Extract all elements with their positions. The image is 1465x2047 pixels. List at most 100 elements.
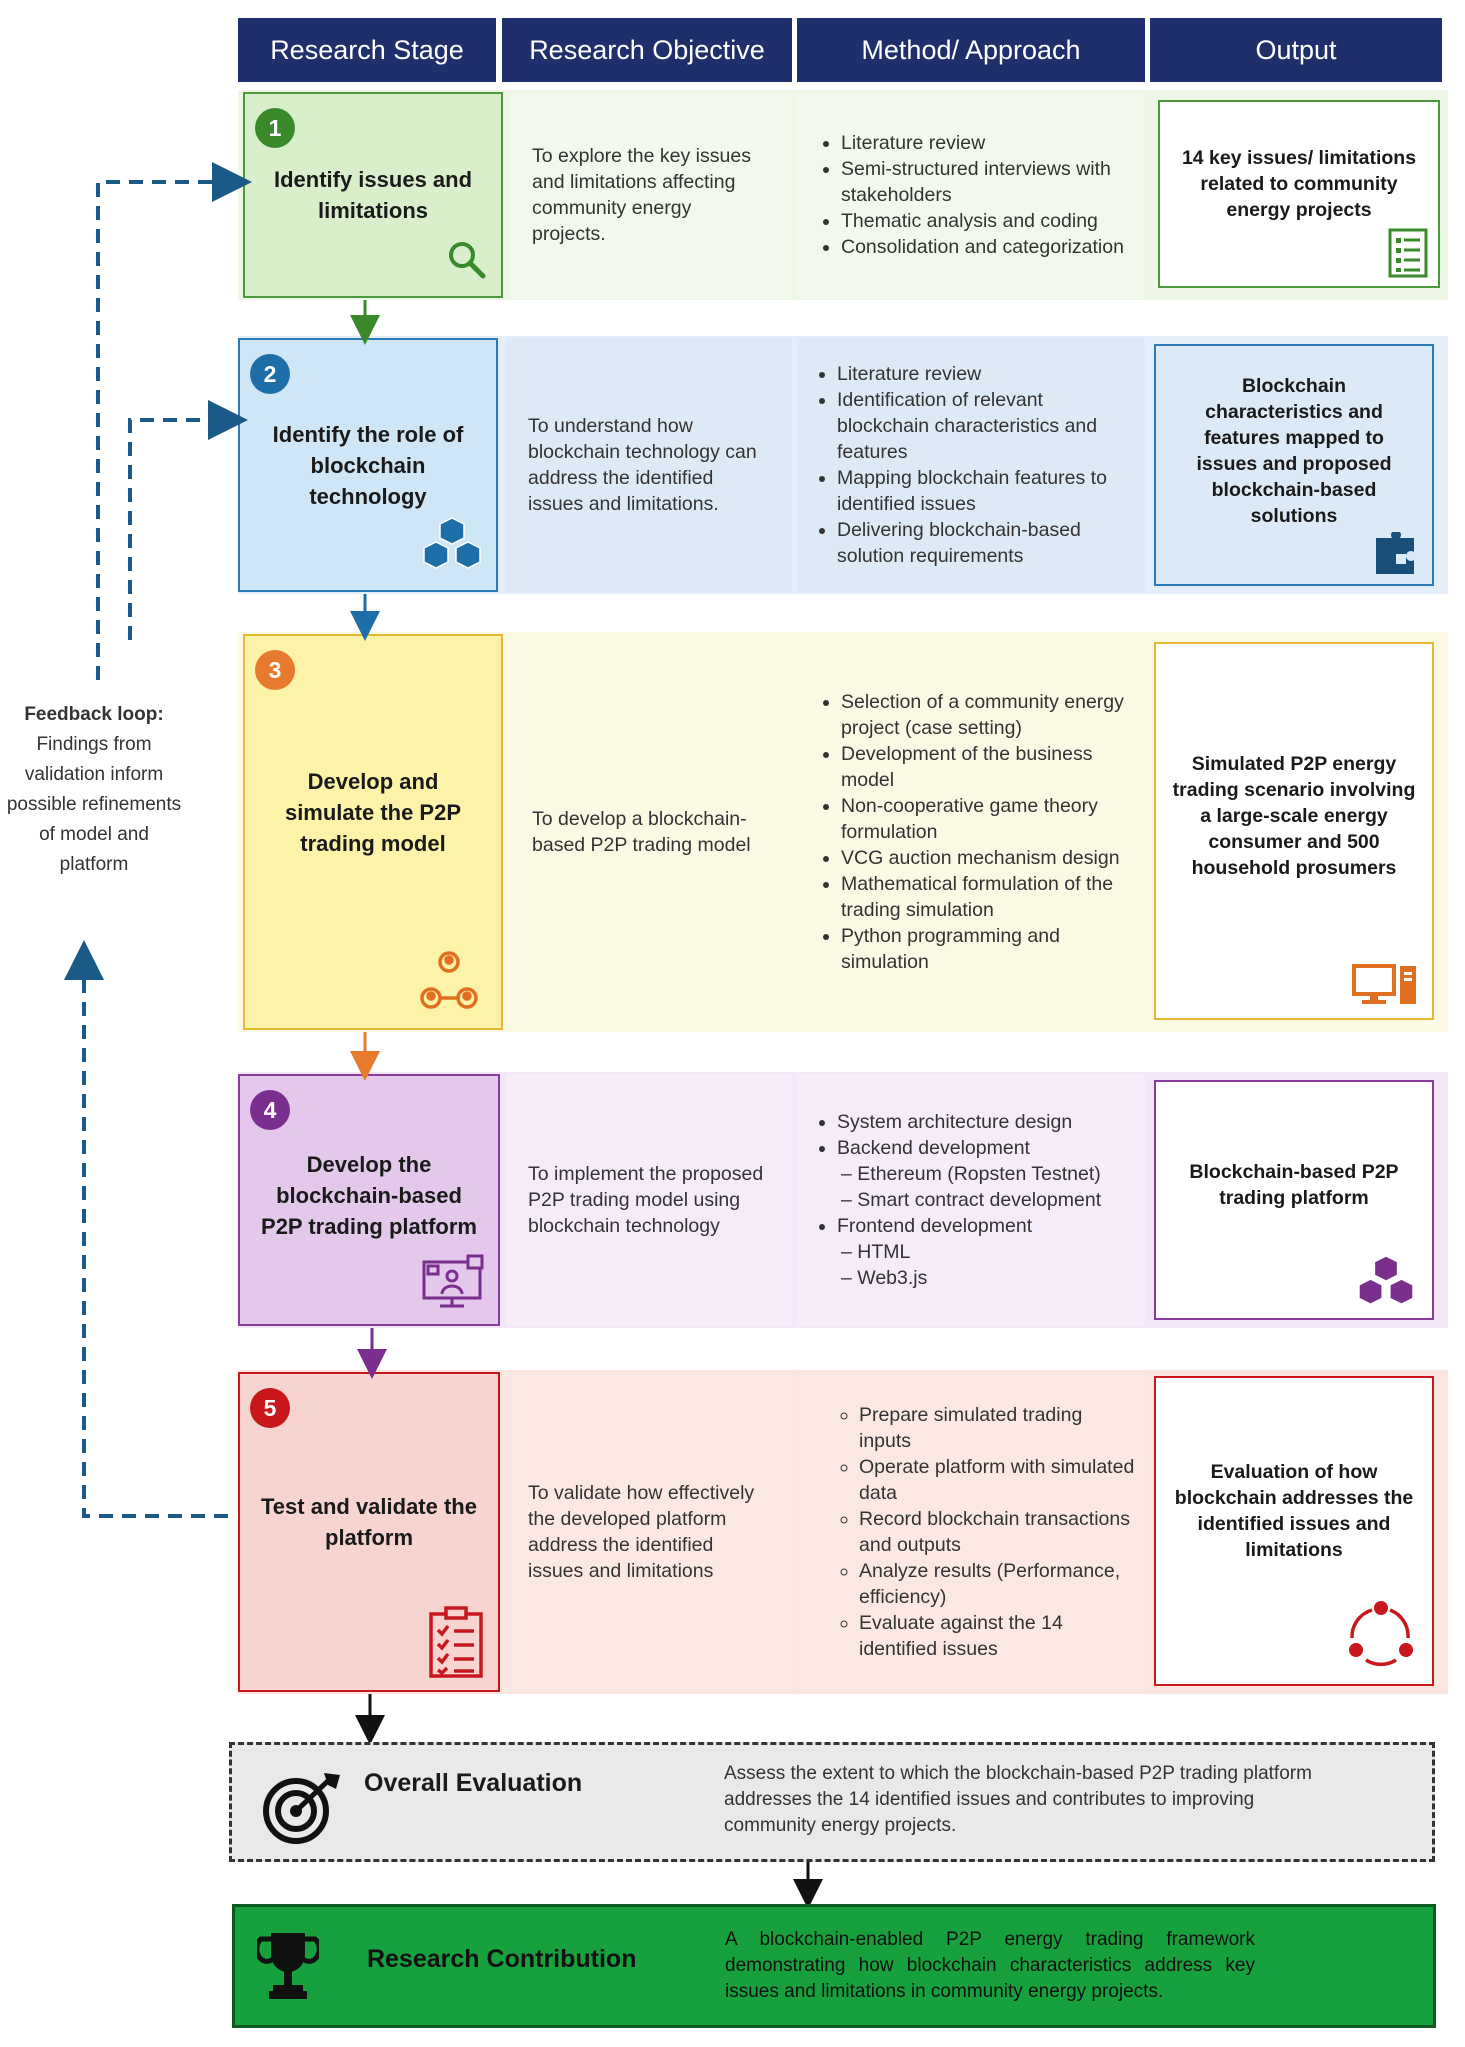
research-contribution-box: Research Contribution A blockchain-enabl… bbox=[232, 1904, 1436, 2028]
stage-5-box: 5 Test and validate the platform bbox=[238, 1372, 500, 1692]
feedback-arrow-to-stage-1 bbox=[96, 162, 252, 680]
stage-1-objective: To explore the key issues and limitation… bbox=[510, 92, 792, 298]
feedback-title: Feedback loop: bbox=[24, 704, 164, 725]
cycle-icon bbox=[1349, 1601, 1413, 1667]
stage-5-output: Evaluation of how blockchain addresses t… bbox=[1154, 1376, 1434, 1686]
stage-5-output-text: Evaluation of how blockchain addresses t… bbox=[1174, 1461, 1414, 1561]
stage-1-number: 1 bbox=[255, 108, 295, 148]
stage-1-methods-list: Literature review Semi-structured interv… bbox=[807, 130, 1139, 260]
stage-5-title: Test and validate the platform bbox=[261, 1494, 477, 1550]
list-item: Semi-structured interviews with stakehol… bbox=[841, 156, 1139, 208]
stage-2-objective: To understand how blockchain technology … bbox=[506, 338, 792, 592]
checklist-icon bbox=[1388, 228, 1428, 278]
evaluation-text: Assess the extent to which the blockchai… bbox=[724, 1763, 1312, 1836]
header-research-objective: Research Objective bbox=[502, 18, 792, 82]
magnifier-icon bbox=[449, 242, 486, 279]
stage-1-title: Identify issues and limitations bbox=[273, 167, 473, 223]
list-item-label: Frontend development bbox=[837, 1215, 1033, 1237]
stage-3-output-text: Simulated P2P energy trading scenario in… bbox=[1172, 753, 1416, 879]
evaluation-title: Overall Evaluation bbox=[364, 1769, 583, 1797]
stage-5-objective-text: To validate how effectively the develope… bbox=[528, 1482, 755, 1582]
stage-3-box: 3 Develop and simulate the P2P trading m… bbox=[243, 634, 503, 1030]
stage-2-output: Blockchain characteristics and features … bbox=[1154, 344, 1434, 586]
header-output: Output bbox=[1150, 18, 1442, 82]
stage-1-objective-text: To explore the key issues and limitation… bbox=[532, 145, 751, 245]
list-item: HTML bbox=[857, 1239, 1101, 1265]
stage-4-output-text: Blockchain-based P2P trading platform bbox=[1189, 1161, 1399, 1209]
stage-4-objective-text: To implement the proposed P2P trading mo… bbox=[528, 1163, 764, 1237]
stage-1-box: 1 Identify issues and limitations bbox=[243, 92, 503, 298]
stage-1-methods: Literature review Semi-structured interv… bbox=[797, 92, 1145, 298]
list-item: Python programming and simulation bbox=[841, 923, 1139, 975]
list-item: Evaluate against the 14 identified issue… bbox=[859, 1610, 1139, 1662]
stage-2-title: Identify the role of blockchain technolo… bbox=[272, 421, 464, 509]
overall-evaluation-box: Overall Evaluation Assess the extent to … bbox=[229, 1742, 1435, 1862]
stage-2-methods: Literature review Identification of rele… bbox=[797, 338, 1145, 592]
stage-3-title: Develop and simulate the P2P trading mod… bbox=[284, 768, 462, 856]
stage-2-methods-list: Literature review Identification of rele… bbox=[807, 361, 1139, 569]
backend-sublist: Ethereum (Ropsten Testnet) Smart contrac… bbox=[837, 1161, 1101, 1213]
blockchain-cubes-icon bbox=[423, 517, 481, 569]
stage-4-title: Develop the blockchain-based P2P trading… bbox=[261, 1151, 477, 1239]
list-item: Backend development Ethereum (Ropsten Te… bbox=[837, 1135, 1101, 1213]
list-item: Prepare simulated trading inputs bbox=[859, 1402, 1139, 1454]
list-item: Identification of relevant blockchain ch… bbox=[837, 387, 1139, 465]
list-item: Delivering blockchain-based solution req… bbox=[837, 517, 1139, 569]
stage-5-objective: To validate how effectively the develope… bbox=[506, 1372, 792, 1692]
stage-4-methods-list: System architecture design Backend devel… bbox=[807, 1109, 1101, 1291]
stage-4-number: 4 bbox=[250, 1090, 290, 1130]
stage-3-output: Simulated P2P energy trading scenario in… bbox=[1154, 642, 1434, 1020]
list-item: Non-cooperative game theory formulation bbox=[841, 793, 1139, 845]
contribution-title: Research Contribution bbox=[367, 1945, 637, 1973]
feedback-arrow-to-stage-2 bbox=[128, 400, 248, 640]
list-item-label: Backend development bbox=[837, 1137, 1030, 1159]
list-item: Ethereum (Ropsten Testnet) bbox=[857, 1161, 1101, 1187]
people-network-icon bbox=[420, 951, 478, 1009]
feedback-text: Findings from validation inform possible… bbox=[6, 734, 182, 875]
task-list-icon bbox=[429, 1606, 483, 1678]
list-item: Mathematical formulation of the trading … bbox=[841, 871, 1139, 923]
stage-3-methods-list: Selection of a community energy project … bbox=[807, 689, 1139, 975]
web-platform-icon bbox=[422, 1254, 484, 1308]
list-item: Thematic analysis and coding bbox=[841, 208, 1139, 234]
list-item: Web3.js bbox=[857, 1265, 1101, 1291]
list-item: Operate platform with simulated data bbox=[859, 1454, 1139, 1506]
list-item: VCG auction mechanism design bbox=[841, 845, 1139, 871]
feedback-line-from-stage-5 bbox=[64, 940, 228, 1518]
feedback-loop-label: Feedback loop: Findings from validation … bbox=[6, 700, 182, 880]
trophy-icon bbox=[257, 1933, 319, 1999]
frontend-sublist: HTML Web3.js bbox=[837, 1239, 1101, 1291]
list-item: Mapping blockchain features to identifie… bbox=[837, 465, 1139, 517]
header-research-stage: Research Stage bbox=[238, 18, 496, 82]
stage-3-number: 3 bbox=[255, 650, 295, 690]
stage-3-methods: Selection of a community energy project … bbox=[797, 634, 1145, 1030]
list-item: Frontend development HTML Web3.js bbox=[837, 1213, 1101, 1291]
stage-2-number: 2 bbox=[250, 354, 290, 394]
stage-2-objective-text: To understand how blockchain technology … bbox=[528, 415, 757, 515]
list-item: Analyze results (Performance, efficiency… bbox=[859, 1558, 1139, 1610]
stage-3-objective: To develop a blockchain-based P2P tradin… bbox=[510, 634, 792, 1030]
stage-1-output-text: 14 key issues/ limitations related to co… bbox=[1181, 147, 1417, 221]
stage-4-methods: System architecture design Backend devel… bbox=[797, 1074, 1145, 1326]
blockchain-cubes-icon bbox=[1358, 1255, 1414, 1305]
puzzle-icon bbox=[1376, 532, 1414, 574]
list-item: System architecture design bbox=[837, 1109, 1101, 1135]
contribution-text: A blockchain-enabled P2P energy trading … bbox=[725, 1929, 1255, 2002]
list-item: Literature review bbox=[837, 361, 1139, 387]
target-icon bbox=[263, 1773, 340, 1844]
stage-4-objective: To implement the proposed P2P trading mo… bbox=[506, 1074, 792, 1326]
list-item: Selection of a community energy project … bbox=[841, 689, 1139, 741]
stage-5-number: 5 bbox=[250, 1388, 290, 1428]
list-item: Development of the business model bbox=[841, 741, 1139, 793]
list-item: Smart contract development bbox=[857, 1187, 1101, 1213]
stage-3-objective-text: To develop a blockchain-based P2P tradin… bbox=[532, 808, 751, 856]
list-item: Consolidation and categorization bbox=[841, 234, 1139, 260]
stage-2-output-text: Blockchain characteristics and features … bbox=[1196, 375, 1392, 527]
computer-icon bbox=[1352, 964, 1416, 1004]
header-method-approach: Method/ Approach bbox=[797, 18, 1145, 82]
stage-1-output: 14 key issues/ limitations related to co… bbox=[1158, 100, 1440, 288]
stage-5-methods: Prepare simulated trading inputs Operate… bbox=[797, 1372, 1145, 1692]
stage-4-output: Blockchain-based P2P trading platform bbox=[1154, 1080, 1434, 1320]
stage-5-methods-list: Prepare simulated trading inputs Operate… bbox=[807, 1402, 1139, 1662]
